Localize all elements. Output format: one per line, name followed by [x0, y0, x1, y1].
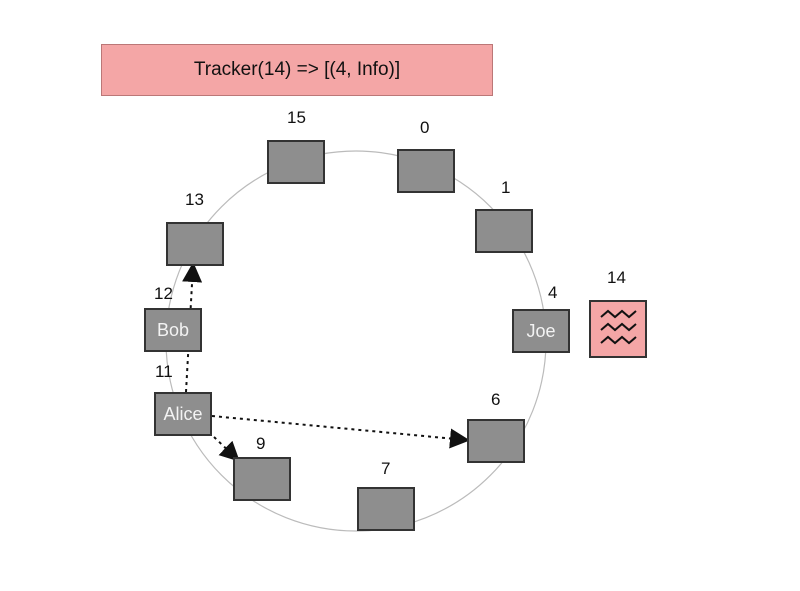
- node-label-4: 4: [548, 283, 558, 302]
- node-label-0: 0: [420, 118, 430, 137]
- node-label-12: 12: [154, 284, 173, 303]
- node-15: [267, 140, 325, 184]
- arrow-alice-to-6: [211, 415, 470, 449]
- file-label-14: 14: [607, 268, 626, 287]
- node-13: [166, 222, 224, 266]
- node-6: [467, 419, 525, 463]
- node-alice: Alice: [154, 392, 212, 436]
- node-label-6: 6: [491, 390, 501, 409]
- node-joe: Joe: [512, 309, 570, 353]
- node-label-13: 13: [185, 190, 204, 209]
- node-label-1: 1: [501, 178, 511, 197]
- arrow-alice-to-9: [213, 436, 240, 462]
- tracker-banner: Tracker(14) => [(4, Info)]: [101, 44, 493, 96]
- wavy-file-icon: [589, 300, 647, 358]
- node-bob: Bob: [144, 308, 202, 352]
- ring-circle: [165, 150, 547, 532]
- node-0: [397, 149, 455, 193]
- node-label-15: 15: [287, 108, 306, 127]
- node-label-7: 7: [381, 459, 391, 478]
- node-9: [233, 457, 291, 501]
- node-label-9: 9: [256, 434, 266, 453]
- node-7: [357, 487, 415, 531]
- node-label-11: 11: [155, 362, 173, 381]
- node-1: [475, 209, 533, 253]
